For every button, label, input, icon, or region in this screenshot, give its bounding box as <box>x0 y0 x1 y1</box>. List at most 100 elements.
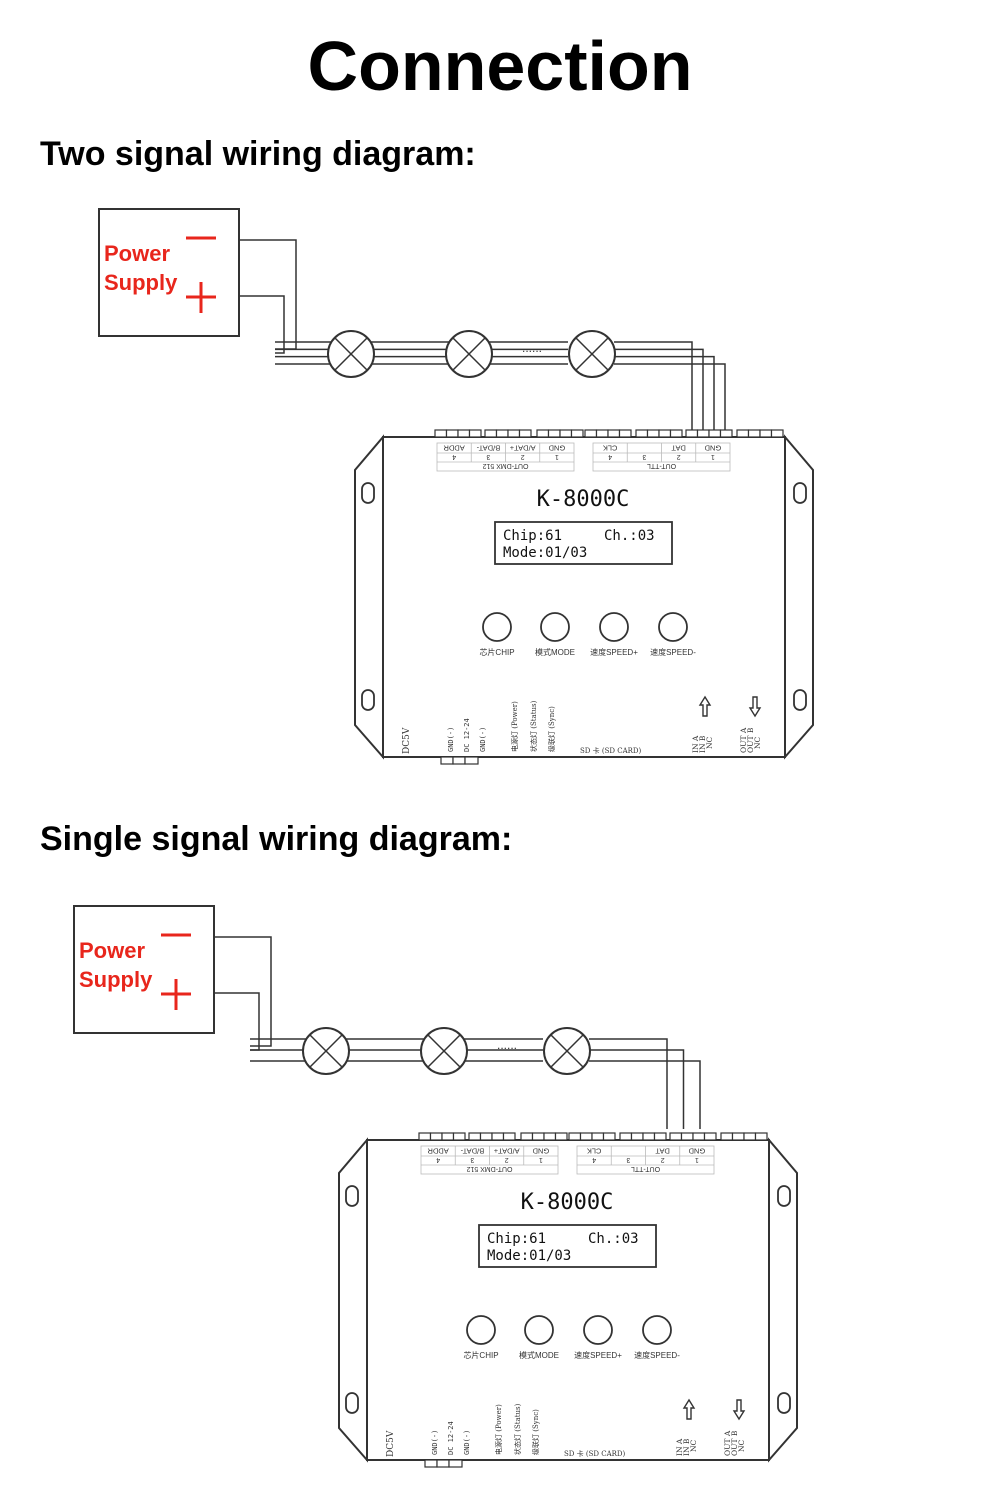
terminal-pin <box>747 429 761 438</box>
terminal-pin <box>731 1132 745 1141</box>
lcd-mode: Mode:01/03 <box>487 1248 571 1264</box>
wire-positive <box>214 992 260 1051</box>
controller-button-3[interactable] <box>658 612 688 642</box>
lamp-icon <box>302 1027 350 1075</box>
dmx-pin-name: A/DAT+ <box>493 1147 520 1156</box>
terminal-pin <box>619 1132 633 1141</box>
terminal-pin <box>642 1132 656 1141</box>
controller-button-0[interactable] <box>466 1315 496 1345</box>
ttl-pin-name: GND <box>704 444 721 453</box>
terminal-pin <box>568 1132 582 1141</box>
controller-button-0[interactable] <box>482 612 512 642</box>
ttl-pin-number: 2 <box>661 1156 665 1163</box>
terminal-pin <box>579 1132 593 1141</box>
terminal-pin <box>507 429 521 438</box>
controller-button-1[interactable] <box>524 1315 554 1345</box>
dmx-pin-name: ADDR <box>443 444 465 453</box>
dmx-pin-name: B/DAT- <box>460 1147 484 1156</box>
mounting-hole <box>777 1185 791 1207</box>
ttl-pin-number: 2 <box>677 453 681 460</box>
terminal-pin <box>618 429 632 438</box>
signal-wire <box>614 341 693 432</box>
signal-wire <box>589 1060 701 1129</box>
lcd-chip: Chip:61 <box>487 1231 546 1247</box>
terminal-pin <box>584 429 598 438</box>
mounting-hole <box>777 1392 791 1414</box>
ttl-pin-name: DAT <box>671 444 686 453</box>
dmx-pin-number: 1 <box>555 453 559 460</box>
controller-button-2[interactable] <box>599 612 629 642</box>
signal-wire <box>614 363 726 432</box>
terminal-pin <box>759 429 773 438</box>
signal-wire <box>589 1038 668 1129</box>
mounting-hole <box>345 1392 359 1414</box>
arrow-down-icon <box>732 1399 746 1421</box>
terminal-pin <box>692 1132 706 1141</box>
lamp-icon <box>420 1027 468 1075</box>
in-label: IN A <box>691 735 700 753</box>
out-label: OUT B <box>746 727 755 753</box>
lcd-chip: Chip:61 <box>503 528 562 544</box>
dc-12-24-label: DC 12-24 <box>447 1421 455 1455</box>
ttl-pin-number: 1 <box>711 453 715 460</box>
page-title: Connection <box>307 27 693 105</box>
gnd-label: GND(-) <box>463 1430 471 1455</box>
mounting-hole <box>361 689 375 711</box>
model-name: K-8000C <box>537 487 630 512</box>
dmx-title: OUT-DMX 512 <box>466 1165 512 1172</box>
terminal-pin <box>719 429 733 438</box>
terminal-pin <box>559 429 573 438</box>
power-terminal <box>424 1459 438 1468</box>
terminal-pin <box>630 1132 644 1141</box>
terminal-pin <box>429 1132 443 1141</box>
dc5v-label: DC5V <box>386 1430 396 1457</box>
dmx-pin-name: GND <box>532 1147 549 1156</box>
controller-body <box>382 436 786 758</box>
lamp-icon <box>568 330 616 378</box>
power-terminal <box>464 756 479 765</box>
signal-wire <box>589 1049 685 1129</box>
dmx-pin-name: ADDR <box>427 1147 449 1156</box>
in-label: IN A <box>675 1438 684 1456</box>
terminal-pin <box>554 1132 568 1141</box>
ttl-pin-name: DAT <box>655 1147 670 1156</box>
supply-label: Supply <box>79 967 153 992</box>
ttl-pin-number: 4 <box>608 453 612 460</box>
dmx-pin-number: 3 <box>470 1156 474 1163</box>
terminal-pin <box>457 429 471 438</box>
terminal-pin <box>646 429 660 438</box>
controller-button-3[interactable] <box>642 1315 672 1345</box>
gnd-label: GND(-) <box>447 727 455 752</box>
dmx-pin-number: 4 <box>436 1156 440 1163</box>
status-led-label: 状态灯 (Status) <box>513 1403 522 1455</box>
power-terminal <box>436 1459 450 1468</box>
terminal-pin <box>736 429 750 438</box>
out-label: OUT A <box>723 1430 732 1456</box>
lcd-display <box>478 1224 657 1268</box>
ttl-title: OUT-TTL <box>647 462 676 469</box>
power-supply-box <box>98 208 240 337</box>
wire-negative <box>214 936 272 1047</box>
power-terminal <box>440 756 454 765</box>
wire-positive <box>239 295 285 354</box>
terminal-pin <box>720 1132 734 1141</box>
ttl-pin-number: 3 <box>626 1156 630 1163</box>
supply-label: Supply <box>104 270 178 295</box>
out-label: OUT A <box>739 727 748 753</box>
power-label: Power <box>104 241 170 266</box>
controller-button-1[interactable] <box>540 612 570 642</box>
button-label: 速度SPEED- <box>650 647 696 657</box>
terminal-pin <box>484 429 498 438</box>
terminal-pin <box>518 429 532 438</box>
gnd-label: GND(-) <box>479 727 487 752</box>
plus-icon <box>186 282 216 313</box>
terminal-pin <box>491 1132 505 1141</box>
button-label: 模式MODE <box>535 647 575 657</box>
terminal-pin <box>418 1132 432 1141</box>
status-led-label: 状态灯 (Status) <box>529 700 538 752</box>
controller-button-2[interactable] <box>583 1315 613 1345</box>
terminal-pin <box>452 1132 466 1141</box>
